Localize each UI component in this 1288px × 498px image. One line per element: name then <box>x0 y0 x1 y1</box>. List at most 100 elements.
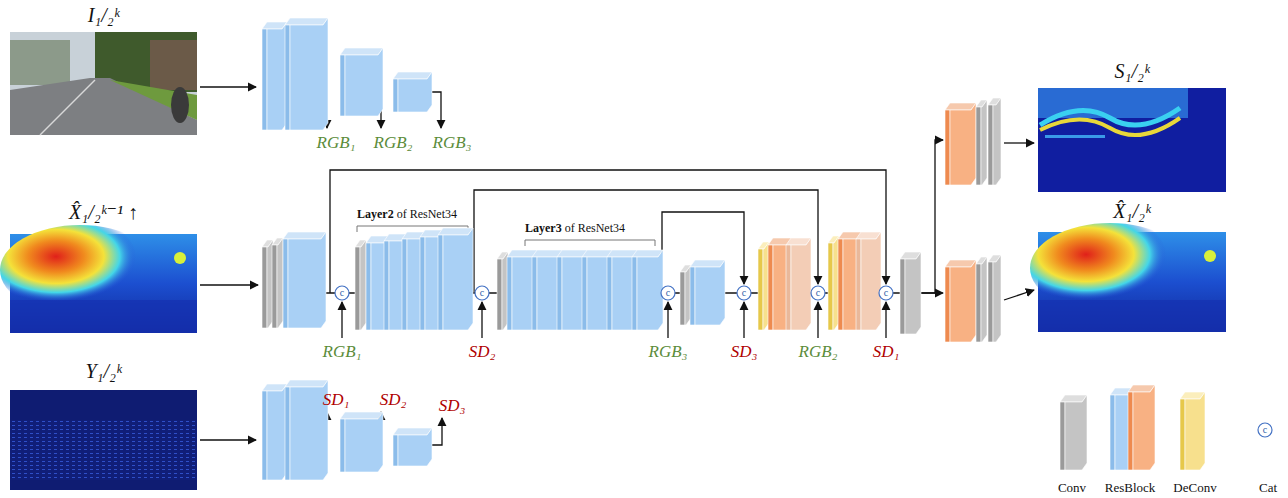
layer-plate <box>512 250 538 330</box>
layer-plate <box>988 262 993 342</box>
layer-plate <box>507 257 512 330</box>
layer-plate <box>945 110 950 185</box>
layer-plate <box>285 18 328 25</box>
legend-text: ResBlock <box>1105 480 1156 496</box>
layer-plate <box>828 243 833 330</box>
layer-plate <box>290 18 328 130</box>
layer-plate <box>393 72 432 79</box>
layer-plate <box>861 232 881 330</box>
layer-plate <box>632 250 663 257</box>
layer-plate <box>285 380 328 387</box>
layer-plate <box>262 391 267 480</box>
layer-plate <box>262 247 267 328</box>
concat-symbol: c <box>816 288 820 298</box>
layer-plate <box>366 243 371 330</box>
layer-plate <box>443 228 473 330</box>
sparse-depth-feature-label: SD₁ <box>873 342 900 362</box>
rgb-feature-label: RGB₂ <box>374 133 413 153</box>
layer-plate <box>393 435 398 466</box>
image-panel: I₁/₂ᵏ <box>10 32 197 135</box>
layer-plate <box>340 419 345 472</box>
layer-plate <box>398 428 432 466</box>
layer-plate <box>272 245 277 328</box>
panel-title: X̂₁/₂ᵏ⁻¹ ↑ <box>69 200 138 224</box>
layer-plate <box>562 250 588 330</box>
layer-plate <box>587 250 613 330</box>
legend-text: DeConv <box>1173 480 1216 496</box>
rgb-feature-label: RGB₃ <box>649 342 688 362</box>
image-panel: X̂₁/₂ᵏ <box>1038 232 1226 332</box>
layer-plate <box>945 103 976 110</box>
layer-plate <box>267 384 287 480</box>
layer-plate <box>402 239 407 330</box>
layer-plate <box>340 412 383 419</box>
layer-plate <box>384 241 389 330</box>
layer-plate <box>786 245 791 330</box>
layer-plate <box>900 259 905 334</box>
sparse-depth-feature-label: SD₃ <box>731 342 758 362</box>
layer-plate <box>632 257 637 330</box>
layer-plate <box>438 235 443 330</box>
layer-plate <box>1128 392 1133 470</box>
layer-group-label: of ResNet34 <box>565 221 625 236</box>
concat-symbol: c <box>742 288 746 298</box>
rgb-feature-label: RGB₂ <box>799 342 838 362</box>
layer-plate <box>1133 385 1155 470</box>
layer-group-label: Layer2 <box>357 207 394 222</box>
layer-plate <box>981 100 987 185</box>
layer-plate <box>838 239 843 330</box>
rgb-feature-label: RGB₃ <box>433 133 472 153</box>
layer-plate <box>290 380 328 480</box>
layer-plate <box>438 228 473 235</box>
sparse-depth-feature-label: SD₂ <box>380 390 407 410</box>
layer-plate <box>537 250 563 330</box>
layer-plate <box>976 264 981 342</box>
layer-plate <box>637 250 663 330</box>
panel-title: X̂₁/₂ᵏ <box>1113 200 1150 223</box>
layer-plate <box>988 105 993 185</box>
layer-plate <box>993 255 1001 342</box>
concat-symbol: c <box>480 288 484 298</box>
layer-plate <box>1115 388 1135 470</box>
layer-plate <box>288 232 326 328</box>
layer-plate <box>976 107 981 185</box>
layer-plate <box>340 55 345 116</box>
layer-plate <box>360 240 366 330</box>
layer-plate <box>285 387 290 480</box>
image-panel: X̂₁/₂ᵏ⁻¹ ↑ <box>10 234 197 333</box>
layer-plate <box>557 257 562 330</box>
image-panel: S₁/₂ᵏ <box>1038 88 1226 192</box>
layer-plate <box>345 412 383 472</box>
layer-plate <box>607 257 612 330</box>
concat-symbol: c <box>1263 425 1267 435</box>
layer-group-label: of ResNet34 <box>397 207 457 222</box>
layer-plate <box>690 267 695 325</box>
layer-plate <box>981 257 987 342</box>
rgb-feature-label: RGB₁ <box>323 342 362 362</box>
legend-text: Conv <box>1058 480 1086 496</box>
panel-title: Y₁/₂ᵏ <box>85 360 121 383</box>
layer-plate <box>695 260 725 325</box>
legend-text: Cat <box>1259 480 1277 496</box>
layer-plate <box>420 237 425 330</box>
layer-plate <box>690 260 725 267</box>
layer-plate <box>856 239 861 330</box>
layer-plate <box>773 238 793 330</box>
layer-plate <box>791 238 811 330</box>
concat-symbol: c <box>666 288 670 298</box>
layer-plate <box>497 259 502 330</box>
layer-plate <box>612 250 638 330</box>
rgb-feature-label: RGB₁ <box>317 133 356 153</box>
layer-plate <box>283 232 326 239</box>
layer-plate <box>950 260 976 342</box>
layer-plate <box>680 272 685 325</box>
layer-plate <box>768 245 773 330</box>
layer-plate <box>345 48 383 116</box>
layer-plate <box>285 25 290 130</box>
layer-plate <box>950 103 976 185</box>
layer-plate <box>267 22 287 130</box>
concat-symbol: c <box>340 288 344 298</box>
layer-plate <box>393 428 432 435</box>
concat-symbol: c <box>884 288 888 298</box>
